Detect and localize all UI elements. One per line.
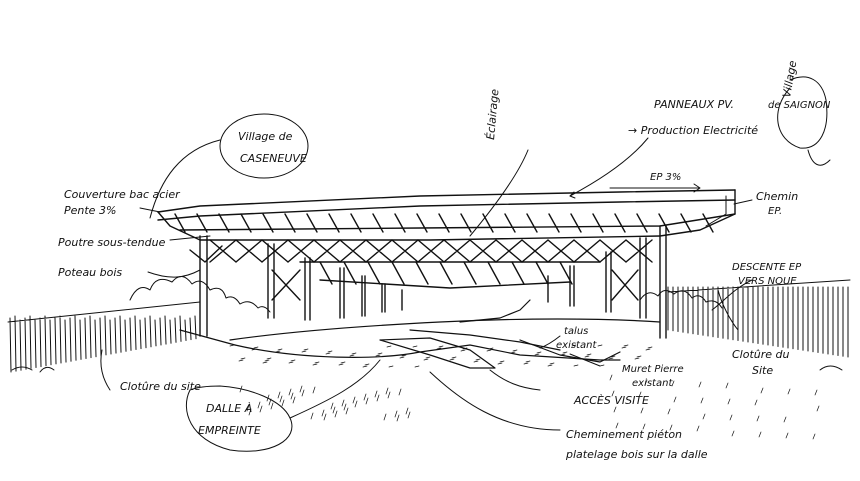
column-right [639, 237, 647, 319]
label-eclairage: Éclairage [484, 88, 501, 140]
leader-lines [100, 76, 831, 452]
label-village-caseneuve-2: CASENEUVE [240, 152, 307, 165]
vegetation-bushes [11, 276, 843, 373]
label-descente-2: VERS NOUE [738, 276, 797, 287]
roof-front-edge [157, 189, 736, 213]
column-front-left [199, 235, 208, 337]
bubble-dalle [185, 385, 293, 452]
label-cheminement-2: platelage bois sur la dalle [565, 448, 708, 461]
label-muret-2: existant [632, 378, 673, 389]
bubble-caseneuve [219, 113, 309, 179]
label-village-saignon-2: de SAIGNON [768, 100, 831, 111]
label-cheminement-1: Cheminement piéton [566, 428, 682, 441]
label-couverture-1: Couverture bac acier [64, 188, 181, 201]
label-talus-1: talus [564, 326, 588, 337]
label-cloture-droite-1: Clotûre du [732, 348, 790, 361]
label-ep: EP 3% [650, 172, 681, 183]
pergola-structure [157, 189, 736, 289]
column-3 [304, 257, 311, 321]
ground-hatching [229, 344, 820, 440]
label-panneaux-1: PANNEAUX PV. [654, 98, 734, 111]
label-chemin-1: Chemin [756, 190, 798, 203]
label-talus-2: existant [556, 340, 597, 351]
path-slab [379, 337, 496, 369]
label-village-caseneuve-1: Village de [238, 130, 293, 143]
label-village-saignon-1: Village [780, 59, 799, 98]
label-acces: ACCÈS VISITE [573, 394, 649, 407]
label-dalle-1: DALLE À [206, 402, 252, 415]
fence-right [667, 279, 851, 358]
label-dalle-2: EMPREINTE [198, 424, 261, 437]
bubble-saignon [777, 76, 828, 149]
downpipe [705, 195, 727, 227]
label-cloture-droite-2: Site [752, 364, 773, 377]
column-front-right [659, 225, 667, 339]
column-2 [267, 243, 275, 319]
label-chemin-2: EP. [768, 206, 782, 217]
label-descente-1: DESCENTE EP [732, 262, 802, 273]
fence-left [7, 301, 201, 373]
label-panneaux-2: → Production Electricité [628, 124, 758, 137]
label-poutre: Poutre sous-tendue [58, 236, 166, 249]
label-muret-1: Muret Pierre [622, 364, 684, 375]
label-poteau: Poteau bois [58, 266, 122, 279]
annotations: Village de CASENEUVE Village de SAIGNON … [58, 59, 831, 461]
label-couverture-2: Pente 3% [64, 204, 116, 217]
label-cloture-gauche: Clotûre du site [120, 380, 201, 393]
columns [189, 225, 667, 339]
